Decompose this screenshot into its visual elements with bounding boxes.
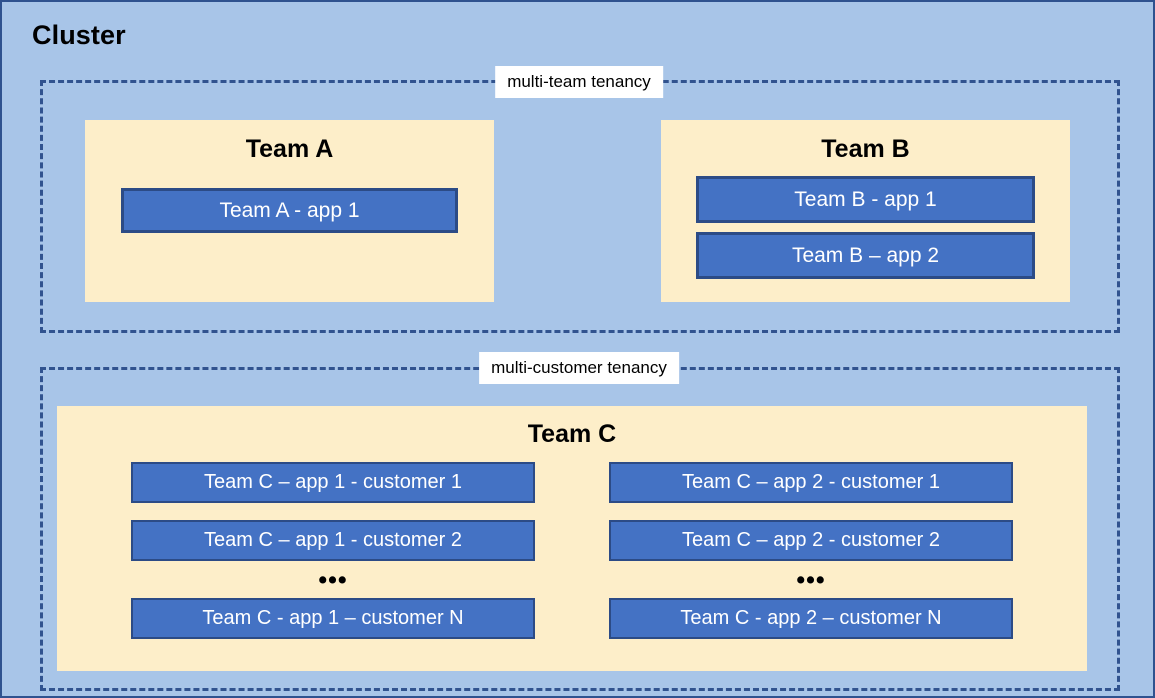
team-panel-team-c: Team C Team C – app 1 - customer 1 Team … xyxy=(57,406,1087,671)
team-title-team-c: Team C xyxy=(527,420,617,448)
page-title: Cluster xyxy=(32,20,126,50)
app-box-team-c-app-2-customer-2[interactable]: Team C – app 2 - customer 2 xyxy=(609,520,1013,561)
ellipsis-team-c-app-1: ••• xyxy=(318,566,348,594)
app-box-team-b-app-2[interactable]: Team B – app 2 xyxy=(696,232,1035,279)
app-list-team-b: Team B - app 1 Team B – app 2 xyxy=(661,176,1070,279)
ellipsis-team-c-app-2: ••• xyxy=(796,566,826,594)
team-title-team-a: Team A xyxy=(245,135,334,163)
team-panel-team-a: Team A Team A - app 1 xyxy=(85,120,494,302)
app-column-team-c-app-2: Team C – app 2 - customer 1 Team C – app… xyxy=(609,462,1013,639)
team-panel-team-b: Team B Team B - app 1 Team B – app 2 xyxy=(661,120,1070,302)
app-box-team-c-app-2-customer-n[interactable]: Team C - app 2 – customer N xyxy=(609,598,1013,639)
tenancy-zone-label-multi-customer: multi-customer tenancy xyxy=(479,352,679,384)
app-box-team-c-app-1-customer-n[interactable]: Team C - app 1 – customer N xyxy=(131,598,535,639)
app-box-team-c-app-2-customer-1[interactable]: Team C – app 2 - customer 1 xyxy=(609,462,1013,503)
app-box-team-a-app-1[interactable]: Team A - app 1 xyxy=(121,188,458,233)
app-box-team-b-app-1[interactable]: Team B - app 1 xyxy=(696,176,1035,223)
app-column-team-c-app-1: Team C – app 1 - customer 1 Team C – app… xyxy=(131,462,535,639)
app-box-team-c-app-1-customer-2[interactable]: Team C – app 1 - customer 2 xyxy=(131,520,535,561)
app-box-team-c-app-1-customer-1[interactable]: Team C – app 1 - customer 1 xyxy=(131,462,535,503)
tenancy-zone-label-multi-team: multi-team tenancy xyxy=(495,66,663,98)
team-title-team-b: Team B xyxy=(821,135,910,163)
app-list-team-a: Team A - app 1 xyxy=(85,188,494,233)
app-grid-team-c: Team C – app 1 - customer 1 Team C – app… xyxy=(57,462,1087,639)
